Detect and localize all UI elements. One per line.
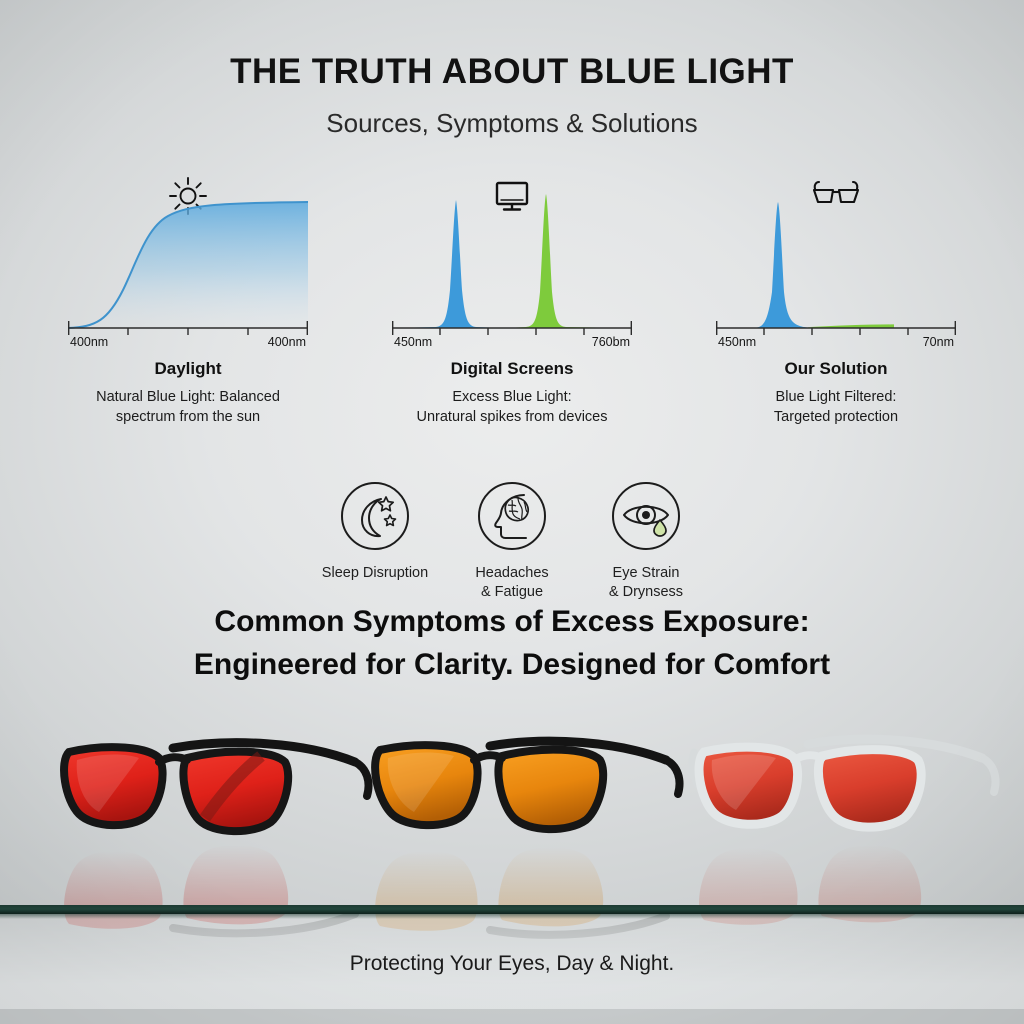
axis-label-right: 70nm — [922, 335, 954, 349]
temple-arm — [168, 738, 373, 800]
digital-screens-spectrum-chart — [391, 180, 633, 345]
daylight-axis-labels: 400nm 400nm — [68, 335, 308, 353]
right-lens — [494, 745, 608, 834]
page-title: THE TRUTH ABOUT BLUE LIGHT — [230, 52, 794, 91]
black-frame-red-lens-glasses — [55, 700, 385, 938]
symptom-label: Headaches & Fatigue — [475, 565, 549, 600]
product-shelf — [0, 700, 1024, 1009]
digital-screens-axis-labels: 450nm 760bm — [392, 335, 632, 353]
black-frame-orange-lens-glasses — [368, 700, 698, 939]
monitor-icon — [362, 175, 662, 225]
right-lens — [179, 747, 293, 836]
right-lens — [813, 745, 926, 832]
symptom-eye-strain-dryness: Eye Strain & Drynsess — [571, 478, 721, 602]
axis-label-left: 400nm — [70, 335, 109, 349]
sun-icon — [38, 175, 338, 225]
temple-arm — [485, 736, 684, 798]
symptom-label: Sleep Disruption — [321, 565, 429, 581]
statement-text: Common Symptoms of Excess Exposure: Engi… — [193, 605, 831, 681]
panel-title: Digital Screens — [450, 359, 574, 378]
axis-label-left: 450nm — [718, 335, 757, 349]
spectrum-panels: 400nm 400nm Daylight Natural Blue Light:… — [0, 175, 1024, 440]
panel-title: Our Solution — [784, 359, 888, 378]
moon-stars-icon — [300, 478, 450, 554]
panel-description: Natural Blue Light: Balanced spectrum fr… — [96, 389, 280, 425]
axis-label-right: 400nm — [267, 335, 306, 349]
shelf-reflection — [0, 914, 1024, 1009]
daylight-spectrum-chart — [67, 180, 309, 345]
panel-description: Blue Light Filtered: Targeted protection — [773, 389, 899, 425]
panel-description: Excess Blue Light: Unratural spikes from… — [416, 389, 608, 425]
our-solution-axis-labels: 450nm 70nm — [716, 335, 956, 353]
symptom-sleep-disruption: Sleep Disruption — [300, 478, 450, 583]
left-lens — [60, 743, 167, 830]
symptom-headaches-fatigue: Headaches & Fatigue — [437, 478, 587, 602]
left-lens — [694, 742, 803, 829]
clear-frame-red-lens-glasses — [688, 700, 1018, 925]
axis-label-left: 450nm — [394, 335, 433, 349]
our-solution-spectrum-chart — [715, 180, 957, 345]
glass-shelf-shadow — [0, 914, 1024, 919]
symptoms-row: Sleep Disruption Headaches & Fa — [0, 478, 1024, 600]
page-subtitle: Sources, Symptoms & Solutions — [326, 108, 698, 138]
axis-label-right: 760bm — [591, 335, 630, 349]
symptom-label: Eye Strain & Drynsess — [608, 565, 684, 600]
eyeglasses-icon — [686, 175, 986, 225]
left-lens-highlight — [76, 754, 139, 812]
head-brain-icon — [437, 478, 587, 554]
glass-shelf-edge — [0, 905, 1024, 914]
footer-tagline: Protecting Your Eyes, Day & Night. — [349, 952, 675, 975]
eye-teardrop-icon — [571, 478, 721, 554]
left-lens — [371, 741, 482, 830]
panel-title: Daylight — [154, 359, 222, 378]
